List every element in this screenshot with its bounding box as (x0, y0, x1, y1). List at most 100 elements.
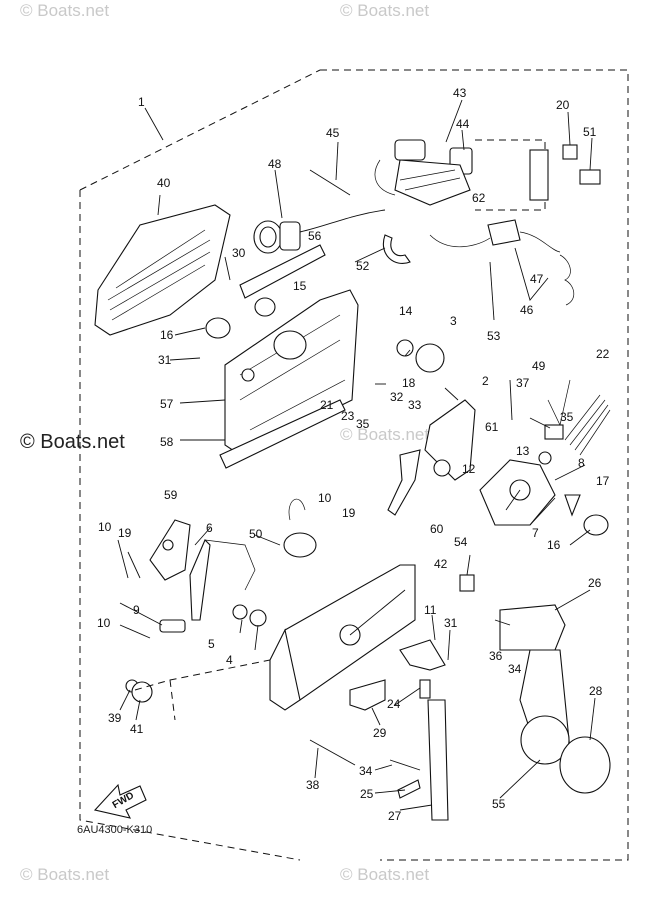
part-34b (389, 759, 421, 771)
part-number: 32 (390, 390, 404, 404)
part-number: 16 (160, 328, 174, 342)
part-number: 5 (208, 637, 215, 651)
part-number: 34 (508, 662, 522, 676)
part-number: 11 (424, 603, 437, 617)
part-number: 35 (356, 417, 370, 431)
part-number: 13 (516, 444, 530, 458)
part-number: 20 (556, 98, 570, 112)
part-number: 37 (516, 376, 530, 390)
part-number: 62 (472, 191, 486, 205)
part-housing-57 (224, 289, 359, 456)
part-number: 55 (492, 797, 506, 811)
part-24 (419, 679, 431, 699)
part-spring-22 (564, 394, 611, 456)
part-bushing-15 (254, 297, 276, 317)
part-washer-4 (249, 609, 267, 627)
part-number: 22 (596, 347, 610, 361)
part-plate-56 (239, 244, 326, 299)
part-29 (349, 679, 386, 711)
part-number: 27 (388, 809, 402, 823)
part-number: 9 (133, 603, 140, 617)
part-handle-26 (499, 604, 571, 765)
fwd-arrow: FWD (93, 783, 147, 819)
part-arm-27 (427, 699, 449, 821)
part-number-labels: 1 2 3 4 5 6 7 8 9 10 10 10 11 12 13 14 1… (97, 86, 610, 823)
part-rod-45 (309, 141, 351, 196)
part-arm-19 (387, 449, 421, 516)
part-washer-41 (131, 681, 153, 703)
part-number: 56 (308, 229, 322, 243)
part-number: 10 (318, 491, 332, 505)
part-number: 52 (356, 259, 370, 273)
part-number: 54 (454, 535, 468, 549)
part-number: 29 (373, 726, 387, 740)
watermark-main: © Boats.net (20, 431, 125, 453)
part-number: 38 (306, 778, 320, 792)
part-number: 58 (160, 435, 174, 449)
part-number: 47 (530, 272, 544, 286)
part-number: 6 (206, 521, 213, 535)
part-number: 7 (532, 526, 539, 540)
part-number: 18 (402, 376, 416, 390)
part-control-box-60 (269, 564, 416, 711)
diagram-code: 6AU4300-K310 (77, 824, 152, 836)
part-number: 31 (158, 353, 172, 367)
part-switch-46 (429, 219, 575, 306)
part-number: 48 (268, 157, 282, 171)
part-11 (399, 639, 446, 671)
leaders-20-51 (567, 111, 593, 171)
watermark-top-left: © Boats.net (20, 1, 109, 20)
part-number: 4 (226, 653, 233, 667)
watermarks: © Boats.net © Boats.net © Boats.net © Bo… (20, 1, 429, 884)
part-number: 12 (462, 462, 476, 476)
part-number: 34 (359, 764, 373, 778)
part-number: 42 (434, 557, 448, 571)
part-number: 19 (118, 526, 132, 540)
part-number: 40 (157, 176, 171, 190)
part-number: 45 (326, 126, 340, 140)
part-number: 24 (387, 697, 401, 711)
part-lever-2 (424, 399, 476, 481)
part-number: 10 (97, 616, 111, 630)
leader-lines (117, 247, 596, 811)
part-number: 10 (98, 520, 112, 534)
assembly-boundary (79, 69, 629, 861)
part-number: 43 (453, 86, 467, 100)
part-bolt-53 (489, 261, 495, 321)
part-number: 57 (160, 397, 174, 411)
part-number: 17 (596, 474, 610, 488)
part-bushing-16a (205, 317, 231, 339)
part-number: 2 (482, 374, 489, 388)
part-number: 46 (520, 303, 534, 317)
part-number: 19 (342, 506, 356, 520)
part-number: 3 (450, 314, 457, 328)
leader-1 (144, 107, 164, 141)
bracket-lower-left (134, 659, 271, 721)
part-7 (564, 494, 581, 517)
part-ring-52 (382, 234, 411, 264)
part-washer-14 (396, 339, 414, 357)
part-arm-6 (204, 539, 256, 591)
part-number: 53 (487, 329, 501, 343)
watermark-bottom-left: © Boats.net (20, 865, 109, 884)
part-cam-61 (479, 459, 556, 526)
part-number: 31 (444, 616, 458, 630)
part-bolt-8 (554, 464, 586, 481)
part-number: 41 (130, 722, 144, 736)
part-cover-40 (94, 194, 231, 336)
part-number: 44 (456, 117, 470, 131)
part-clip-51 (579, 169, 601, 185)
part-number: 50 (249, 527, 263, 541)
part-number: 33 (408, 398, 422, 412)
part-number: 14 (399, 304, 413, 318)
part-35b (544, 424, 564, 440)
part-plate-58 (219, 399, 346, 469)
watermark-top-middle: © Boats.net (340, 1, 429, 20)
part-number: 26 (588, 576, 602, 590)
part-number: 8 (578, 456, 585, 470)
part-cap-50 (283, 498, 317, 558)
part-number: 16 (547, 538, 561, 552)
part-number: 49 (532, 359, 546, 373)
part-number: 30 (232, 246, 246, 260)
